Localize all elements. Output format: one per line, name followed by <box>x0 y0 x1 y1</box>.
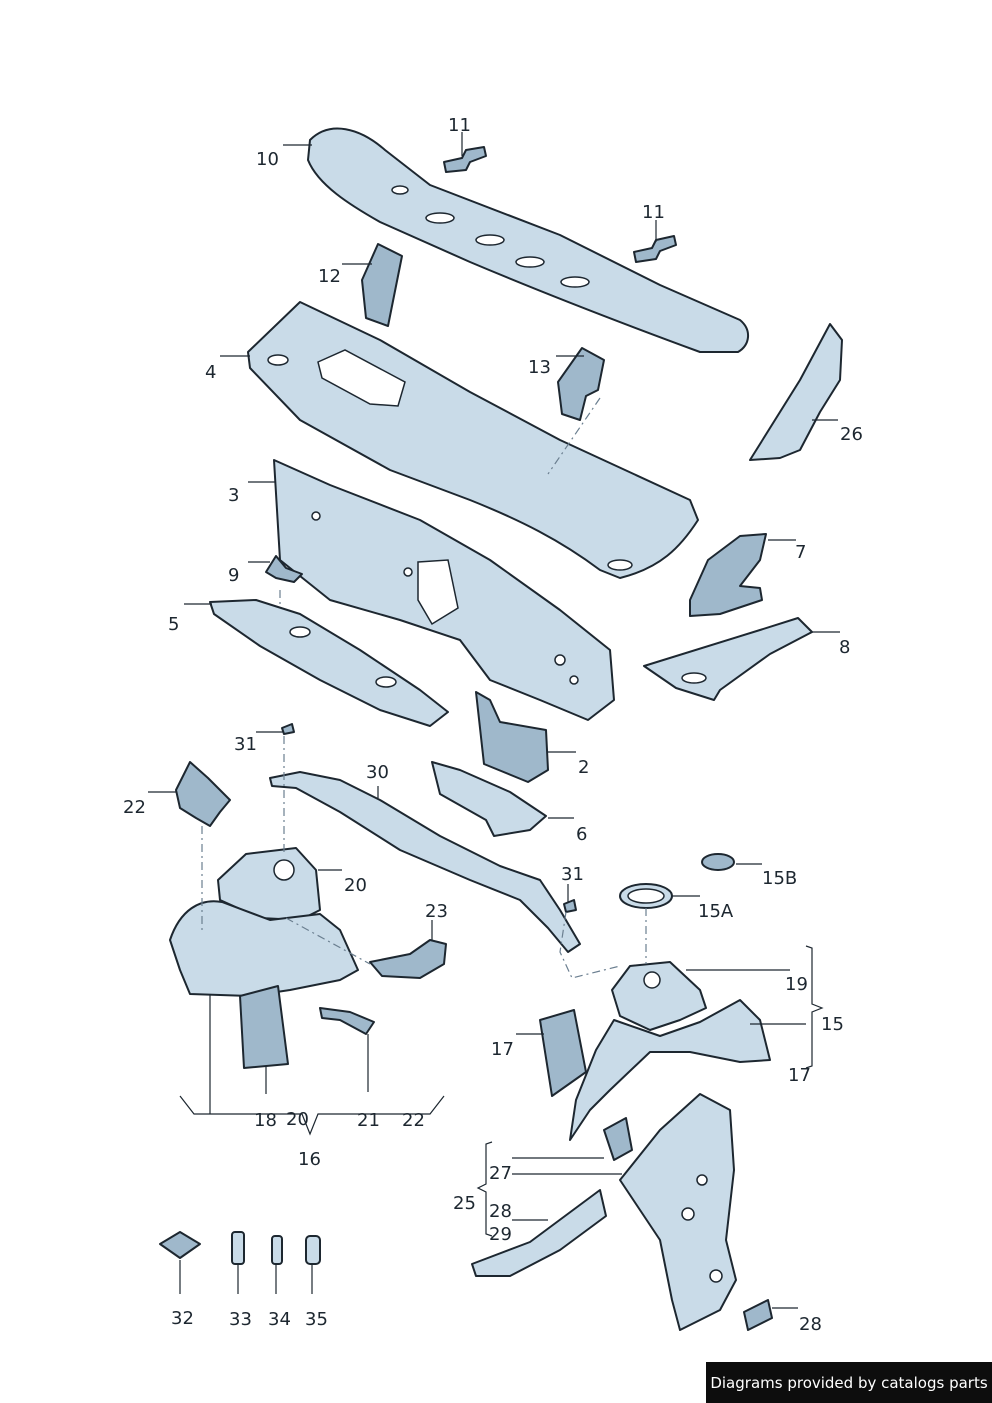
part-3-hole <box>569 675 579 685</box>
part-4-hole <box>607 559 633 571</box>
part-3-hole <box>311 511 321 521</box>
part-25-hole <box>681 1207 695 1221</box>
callout-20-upper: 20 <box>344 875 367 896</box>
part-3-hole <box>403 567 413 577</box>
part-28-pad <box>743 1299 773 1331</box>
part-7-bracket <box>689 533 767 617</box>
part-25-panel <box>619 1093 737 1331</box>
part-4-opening <box>317 349 406 407</box>
callout-5: 5 <box>168 614 180 635</box>
callout-15A: 15A <box>698 901 734 922</box>
callout-32: 32 <box>171 1308 194 1329</box>
part-33-bolt <box>231 1231 245 1265</box>
callout-31-upper: 31 <box>234 734 257 755</box>
part-19-strut-mount <box>611 961 707 1031</box>
part-12-bracket <box>361 243 403 327</box>
part-19-hole <box>643 971 661 989</box>
callout-23: 23 <box>425 901 448 922</box>
callout-15: 15 <box>821 1014 844 1035</box>
part-11-bracket-upper <box>443 146 487 173</box>
callout-13: 13 <box>528 357 551 378</box>
part-15B-cap <box>701 853 735 871</box>
part-10-hole <box>425 212 455 224</box>
callout-27: 27 <box>489 1163 512 1184</box>
callout-17-right: 17 <box>788 1065 811 1086</box>
part-10-hole <box>515 256 545 268</box>
part-11-bracket-lower <box>633 235 677 263</box>
callout-34: 34 <box>268 1309 291 1330</box>
callout-12: 12 <box>318 266 341 287</box>
part-32-cage-nut <box>159 1231 201 1259</box>
callout-26: 26 <box>840 424 863 445</box>
callout-33: 33 <box>229 1309 252 1330</box>
part-35-rivet-nut <box>305 1235 321 1265</box>
callout-3: 3 <box>228 485 240 506</box>
part-3-hole <box>554 654 566 666</box>
credit-banner: Diagrams provided by catalogs parts <box>706 1362 992 1403</box>
callout-6: 6 <box>576 824 588 845</box>
callout-20-lower: 20 <box>286 1109 309 1130</box>
part-10-hole <box>391 185 409 195</box>
callout-8: 8 <box>839 637 851 658</box>
part-22-bracket <box>175 761 231 827</box>
callout-29: 29 <box>489 1224 512 1245</box>
part-31-nut-lower <box>563 899 577 913</box>
part-34-bolt <box>271 1235 283 1265</box>
callout-2: 2 <box>578 757 590 778</box>
assembly-line <box>285 917 371 965</box>
part-25-hole <box>709 1269 723 1283</box>
part-8-bracket <box>643 617 813 701</box>
assembly-line <box>559 911 621 979</box>
callout-28-left: 28 <box>489 1201 512 1222</box>
callout-9: 9 <box>228 565 240 586</box>
callout-4: 4 <box>205 362 217 383</box>
part-27-bracket <box>603 1117 633 1161</box>
callout-28-right: 28 <box>799 1314 822 1335</box>
part-10-hole <box>475 234 505 246</box>
part-15-side-member <box>569 999 771 1141</box>
callout-16: 16 <box>298 1149 321 1170</box>
part-17-reinforcement <box>539 1009 587 1097</box>
part-6-panel <box>431 761 547 837</box>
part-4-hole <box>267 354 289 366</box>
callout-17-left: 17 <box>491 1039 514 1060</box>
part-23-bracket <box>369 939 447 979</box>
part-10-hole <box>560 276 590 288</box>
part-13-bracket <box>557 347 605 421</box>
part-9-bracket <box>265 555 303 583</box>
callout-31-lower: 31 <box>561 864 584 885</box>
part-10-upper-cross-member <box>307 127 749 353</box>
part-29-strip <box>471 1189 607 1277</box>
part-15A-center <box>627 888 665 904</box>
callout-30: 30 <box>366 762 389 783</box>
callout-11-upper: 11 <box>448 115 471 136</box>
part-20-hole <box>273 859 295 881</box>
callout-15B: 15B <box>762 868 798 889</box>
callout-10: 10 <box>256 149 279 170</box>
part-8-hole <box>681 672 707 684</box>
part-5-hole <box>375 676 397 688</box>
assembly-line <box>547 397 601 475</box>
leader-lines <box>148 132 840 1309</box>
part-2-panel <box>475 691 549 783</box>
callout-18: 18 <box>254 1110 277 1131</box>
part-30-strut <box>269 771 581 953</box>
part-26-pillar-reinforcement <box>749 323 843 461</box>
part-25-hole <box>696 1174 708 1186</box>
callout-7: 7 <box>795 542 807 563</box>
callout-25: 25 <box>453 1193 476 1214</box>
callout-11-lower: 11 <box>642 202 665 223</box>
callout-19: 19 <box>785 974 808 995</box>
part-5-hole <box>289 626 311 638</box>
callout-22-lower: 22 <box>402 1110 425 1131</box>
callout-35: 35 <box>305 1309 328 1330</box>
part-18-bracket <box>239 985 289 1069</box>
callout-22-upper: 22 <box>123 797 146 818</box>
part-5-lower-cross-member <box>209 599 449 727</box>
callout-21: 21 <box>357 1110 380 1131</box>
part-21-bracket <box>319 1007 375 1035</box>
part-3-opening <box>417 559 459 626</box>
